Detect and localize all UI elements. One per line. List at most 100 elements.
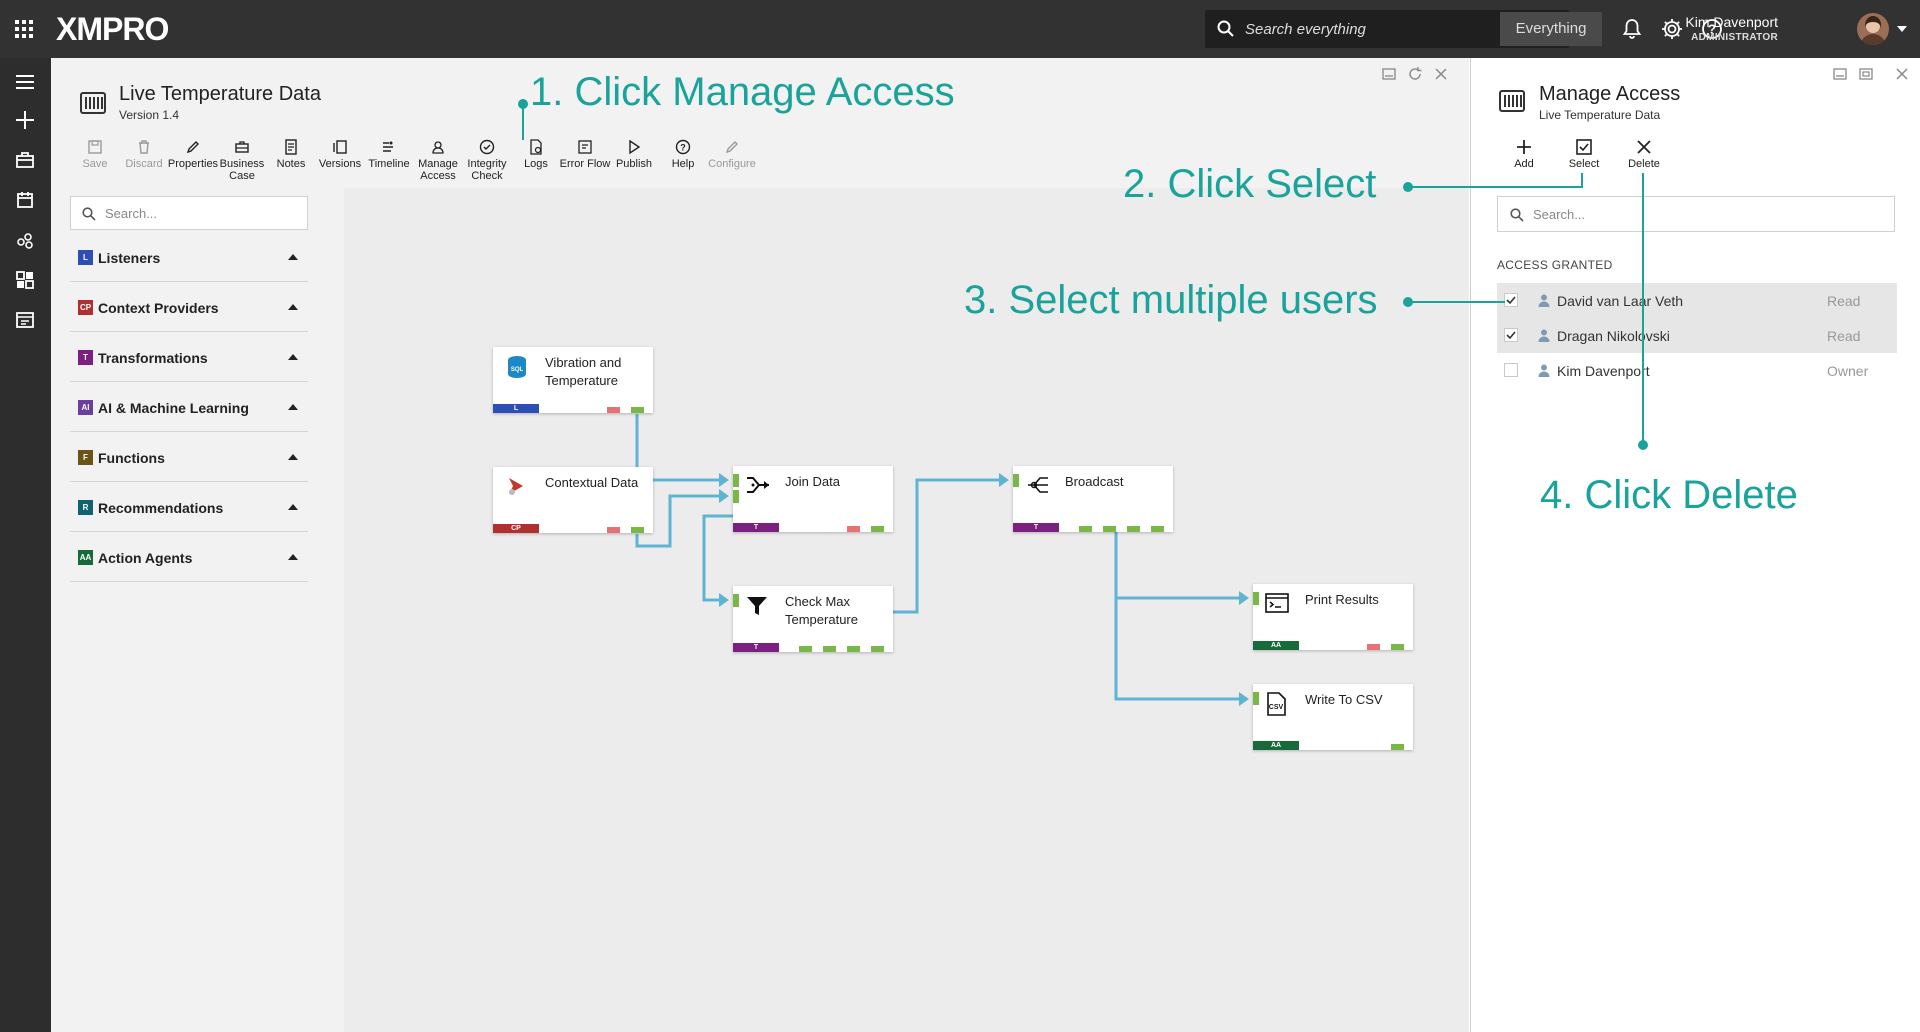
save-button[interactable]: Save [65, 138, 125, 170]
error-port[interactable] [607, 527, 620, 533]
versions-button[interactable]: Versions [310, 138, 370, 170]
maximize-icon[interactable] [1858, 66, 1874, 82]
delete-button[interactable]: Delete [1619, 138, 1669, 170]
help-button[interactable]: ?Help [653, 138, 713, 170]
properties-button[interactable]: Properties [163, 138, 223, 170]
gear-icon[interactable] [1660, 17, 1684, 41]
palette-search[interactable]: Search... [70, 196, 308, 230]
business-case-button[interactable]: Business Case [212, 138, 272, 182]
palette-search-input[interactable]: Search... [105, 206, 158, 221]
output-port[interactable] [871, 526, 884, 532]
notes-button[interactable]: Notes [261, 138, 321, 170]
close-icon[interactable] [1894, 66, 1910, 82]
dashboard-icon[interactable] [13, 268, 37, 292]
apps-list-icon[interactable] [13, 308, 37, 332]
configure-button[interactable]: Configure [702, 138, 762, 170]
output-port[interactable] [631, 407, 644, 413]
bell-icon[interactable] [1620, 17, 1644, 41]
output-port[interactable] [631, 527, 644, 533]
caret-up-icon[interactable] [288, 254, 298, 260]
node-check-max-temperature[interactable]: Check Max Temperature T [733, 586, 893, 652]
pencil-icon [186, 141, 199, 154]
caret-up-icon[interactable] [288, 554, 298, 560]
output-port[interactable] [847, 646, 860, 652]
add-button[interactable]: Add [1499, 138, 1549, 170]
calendar-icon[interactable] [13, 188, 37, 212]
output-port[interactable] [1127, 526, 1140, 532]
output-port[interactable] [1151, 526, 1164, 532]
user-checkbox[interactable] [1504, 328, 1518, 342]
caret-up-icon[interactable] [288, 454, 298, 460]
error-flow-button[interactable]: Error Flow [555, 138, 615, 170]
node-join-data[interactable]: Join Data T [733, 466, 893, 532]
caret-up-icon[interactable] [288, 354, 298, 360]
help-circle-icon[interactable]: ? [1700, 17, 1724, 41]
input-port[interactable] [1253, 592, 1259, 605]
briefcase-icon[interactable] [13, 148, 37, 172]
toolbar-label: Versions [318, 158, 362, 170]
manage-access-button[interactable]: Manage Access [408, 138, 468, 182]
menu-icon[interactable] [13, 70, 37, 94]
output-port[interactable] [1391, 744, 1404, 750]
error-port[interactable] [847, 526, 860, 532]
caret-up-icon[interactable] [288, 504, 298, 510]
user-name[interactable]: Kim Davenport [1685, 14, 1778, 30]
input-port[interactable] [733, 490, 739, 503]
output-port[interactable] [1079, 526, 1092, 532]
user-checkbox[interactable] [1504, 293, 1518, 307]
output-port[interactable] [1103, 526, 1116, 532]
input-port[interactable] [1253, 692, 1259, 705]
access-search[interactable]: Search... [1497, 196, 1895, 232]
data-streams-icon[interactable] [13, 228, 37, 252]
search-scope-dropdown[interactable]: Everything [1500, 12, 1602, 46]
refresh-icon[interactable] [1407, 66, 1423, 82]
output-port[interactable] [1391, 644, 1404, 650]
error-port[interactable] [1367, 644, 1380, 650]
node-print-results[interactable]: Print Results AA [1253, 584, 1413, 650]
caret-up-icon[interactable] [288, 404, 298, 410]
notes-icon [285, 139, 297, 155]
access-icon [432, 141, 444, 154]
output-port[interactable] [823, 646, 836, 652]
node-vibration-and-temperature[interactable]: SQL Vibration and Temperature L [493, 347, 653, 413]
search-input[interactable]: Search everything [1245, 21, 1366, 38]
output-port[interactable] [871, 646, 884, 652]
user-checkbox[interactable] [1504, 363, 1518, 377]
node-write-to-csv[interactable]: CSV Write To CSV AA [1253, 684, 1413, 750]
integrity-check-button[interactable]: Integrity Check [457, 138, 517, 182]
input-port[interactable] [733, 474, 739, 487]
input-port[interactable] [733, 594, 739, 607]
access-search-input[interactable]: Search... [1533, 207, 1586, 222]
input-port[interactable] [1013, 474, 1019, 487]
page-title: Live Temperature Data [119, 83, 321, 105]
publish-button[interactable]: Publish [604, 138, 664, 170]
plus-icon[interactable] [13, 108, 37, 132]
minimize-icon[interactable] [1381, 66, 1397, 82]
chevron-down-icon[interactable] [1897, 26, 1907, 32]
timeline-button[interactable]: Timeline [359, 138, 419, 170]
avatar[interactable] [1857, 13, 1889, 45]
app-logo[interactable]: XMPRO [56, 11, 169, 47]
logs-button[interactable]: Logs [506, 138, 566, 170]
node-broadcast[interactable]: Broadcast T [1013, 466, 1173, 532]
minimize-icon[interactable] [1832, 66, 1848, 82]
close-icon[interactable] [1433, 66, 1449, 82]
caret-up-icon[interactable] [288, 304, 298, 310]
output-port[interactable] [799, 646, 812, 652]
flow-canvas[interactable]: SQL Vibration and Temperature L Contextu… [344, 188, 1469, 1032]
error-port[interactable] [607, 407, 620, 413]
node-contextual-data[interactable]: Contextual Data CP [493, 467, 653, 533]
discard-button[interactable]: Discard [114, 138, 174, 170]
select-button[interactable]: Select [1559, 138, 1609, 170]
apps-grid-icon[interactable] [14, 19, 34, 39]
